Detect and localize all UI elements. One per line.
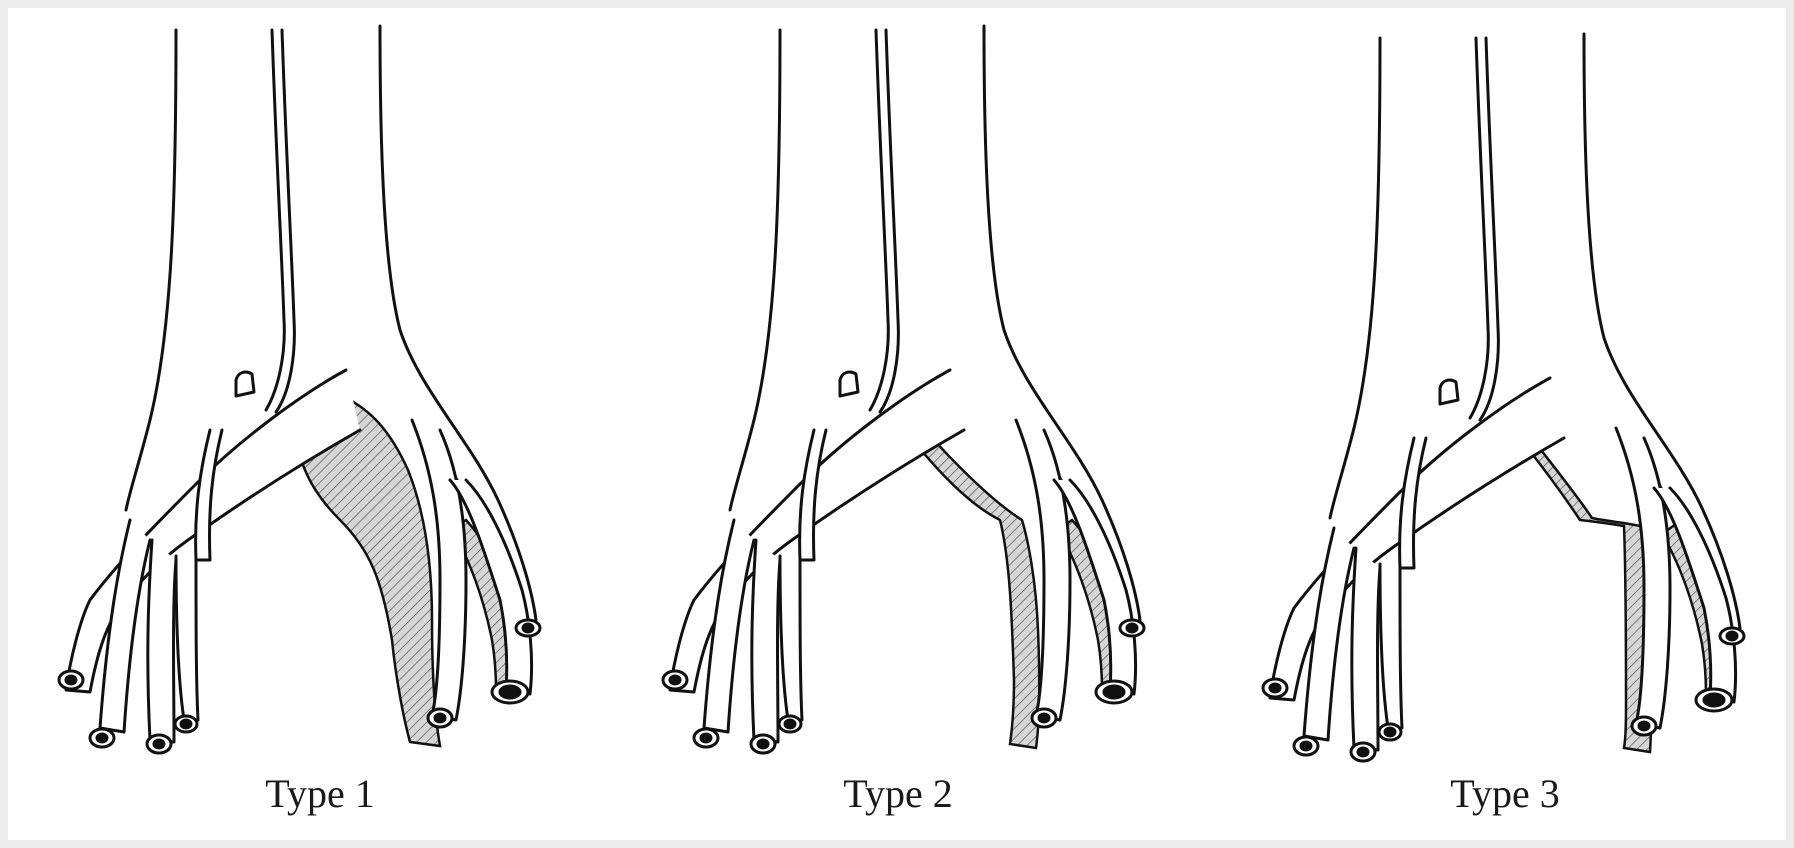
- type-3-diagram: [1263, 34, 1744, 761]
- type-1-diagram: [59, 26, 540, 753]
- type-2-label: Type 2: [748, 774, 1048, 814]
- type-2-diagram: [663, 26, 1144, 753]
- type-3-label: Type 3: [1355, 774, 1655, 814]
- type-1-label: Type 1: [170, 774, 470, 814]
